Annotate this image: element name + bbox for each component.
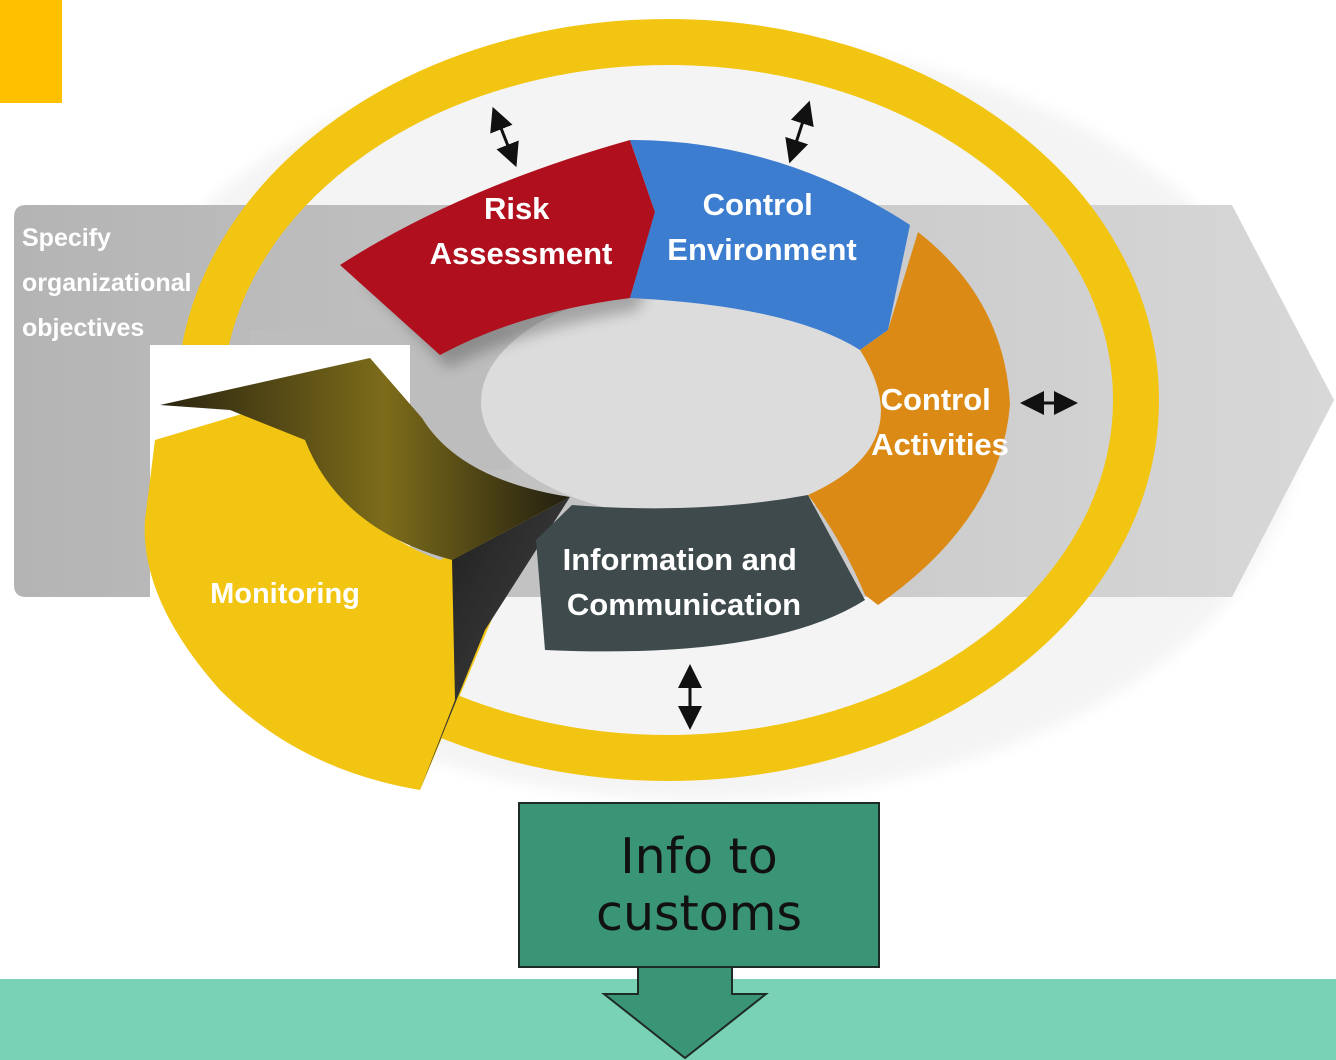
control-environment-label: Control Environment: [667, 187, 856, 267]
connector-arrow-environment: [785, 100, 814, 164]
info-box-line-1: Info to: [620, 828, 778, 885]
control-activities-label: Control Activities: [871, 382, 1009, 462]
connector-arrow-risk: [490, 106, 519, 168]
monitoring-wall: [420, 497, 570, 790]
control-environment-segment: [630, 140, 910, 350]
info-communication-segment: [536, 495, 865, 652]
risk-assessment-segment: [340, 140, 655, 355]
info-to-customs-box: Info to customs: [518, 802, 880, 968]
info-box-line-2: customs: [596, 885, 802, 942]
control-activities-segment: [808, 232, 1010, 605]
info-communication-label: Information and Communication: [563, 542, 806, 622]
monitoring-top-face: [160, 358, 570, 560]
down-arrow-shape: [601, 964, 769, 1060]
risk-assessment-label: Risk Assessment: [430, 191, 613, 271]
objectives-label: Specify organizational objectives: [22, 224, 198, 342]
monitoring-label: Monitoring: [210, 578, 360, 610]
corner-accent-block: [0, 0, 62, 103]
internal-control-diagram: Specify organizational objectives Risk A…: [14, 19, 1334, 800]
